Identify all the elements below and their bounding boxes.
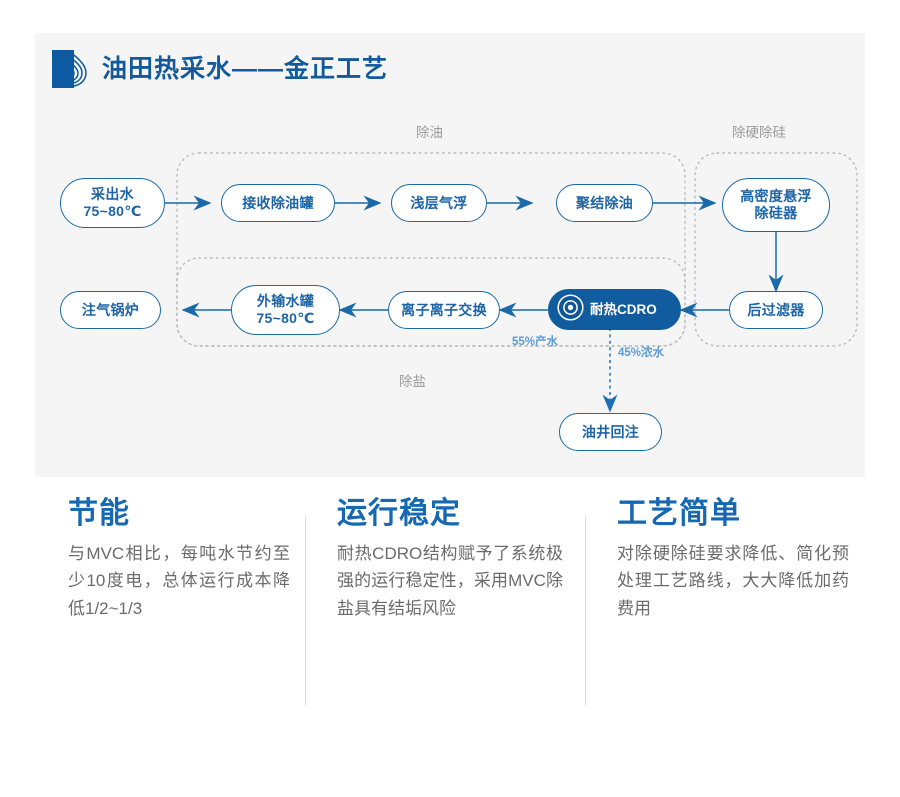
group-label-desilica: 除硬除硅 <box>732 125 786 140</box>
node-line-2: 除硅器 <box>754 205 798 221</box>
feature-columns: 节能 与MVC相比，每吨水节约至少10度电，总体运行成本降低1/2~1/3 运行… <box>0 497 900 727</box>
node-label: 接收除油罐 <box>242 194 314 211</box>
node-line-1: 外输水罐 <box>256 293 315 310</box>
node-coalescing-deoiling[interactable]: 聚结除油 <box>556 184 653 222</box>
node-line-1: 采出水 <box>91 186 134 203</box>
node-high-density-suspension-desilica[interactable]: 高密度悬浮 除硅器 <box>722 178 830 232</box>
node-label: 油井回注 <box>581 423 640 440</box>
feature-simple-process: 工艺简单 对除硬除硅要求降低、简化预处理工艺路线，大大降低加药费用 <box>617 497 849 622</box>
water-drop-ripple-logo <box>52 50 88 88</box>
node-line-2: 75~80℃ <box>83 203 142 219</box>
node-ion-exchange[interactable]: 离子离子交换 <box>388 291 500 329</box>
node-label: 耐热CDRO <box>590 301 657 317</box>
node-receiving-deoiling-tank[interactable]: 接收除油罐 <box>221 184 335 222</box>
cdro-ring-icon <box>557 294 584 325</box>
node-line-2: 75~80℃ <box>256 310 315 326</box>
feature-title: 工艺简单 <box>617 497 741 530</box>
feature-title: 节能 <box>68 497 130 530</box>
node-line-1: 高密度悬浮 <box>740 188 812 205</box>
column-divider-2 <box>585 517 586 705</box>
feature-body: 耐热CDRO结构赋予了系统极强的运行稳定性，采用MVC除盐具有结垢风险 <box>337 543 563 618</box>
node-export-water-tank[interactable]: 外输水罐 75~80℃ <box>231 285 340 335</box>
node-produced-water[interactable]: 采出水 75~80℃ <box>60 178 165 228</box>
group-label-deoil: 除油 <box>416 125 443 140</box>
page-title: 油田热采水——金正工艺 <box>102 54 389 83</box>
edge-label-permeate: 55%产水 <box>512 336 559 348</box>
edge-label-concentrate: 45%浓水 <box>618 347 665 359</box>
node-label: 后过滤器 <box>747 301 805 318</box>
process-diagram-panel: 油田热采水——金正工艺 <box>35 33 865 477</box>
feature-body: 与MVC相比，每吨水节约至少10度电，总体运行成本降低1/2~1/3 <box>68 543 290 618</box>
column-divider-1 <box>305 517 306 705</box>
node-steam-injection-boiler[interactable]: 注气锅炉 <box>60 291 161 329</box>
panel-header: 油田热采水——金正工艺 <box>52 50 388 88</box>
node-post-filter[interactable]: 后过滤器 <box>729 291 823 329</box>
node-shallow-air-flotation[interactable]: 浅层气浮 <box>391 184 487 222</box>
node-label: 浅层气浮 <box>410 194 468 211</box>
feature-title: 运行稳定 <box>337 497 461 530</box>
node-label: 聚结除油 <box>575 194 634 211</box>
feature-body: 对除硬除硅要求降低、简化预处理工艺路线，大大降低加药费用 <box>617 543 849 618</box>
feature-energy-saving: 节能 与MVC相比，每吨水节约至少10度电，总体运行成本降低1/2~1/3 <box>68 497 290 622</box>
node-oil-well-reinjection[interactable]: 油井回注 <box>559 413 662 451</box>
process-flow-diagram: 除油 除硬除硅 除盐 采出水 75~80℃ 接收除油罐 浅层气浮 聚结除油 高密… <box>35 33 865 477</box>
node-heat-resistant-cdro[interactable]: 耐热CDRO <box>548 289 681 330</box>
group-label-desalt: 除盐 <box>399 374 426 389</box>
node-label: 注气锅炉 <box>81 301 140 318</box>
feature-stable-operation: 运行稳定 耐热CDRO结构赋予了系统极强的运行稳定性，采用MVC除盐具有结垢风险 <box>337 497 563 622</box>
node-label: 离子离子交换 <box>401 301 487 318</box>
